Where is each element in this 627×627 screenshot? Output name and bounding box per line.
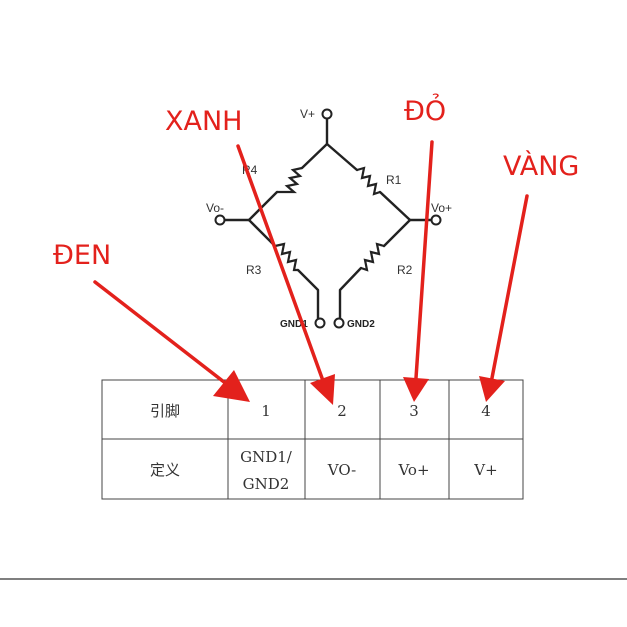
terminal-gnd1 — [314, 317, 326, 329]
resistor-r4 — [277, 166, 303, 194]
resistor-r3 — [274, 242, 298, 272]
label-r1: R1 — [386, 173, 402, 187]
label-vo-minus: Vo- — [206, 201, 224, 215]
pin-def-3: Vo+ — [397, 461, 429, 479]
wire-arm-r4 — [247, 142, 329, 222]
arrow-red-to-pin3 — [403, 140, 434, 402]
label-vplus: V+ — [300, 107, 315, 121]
wire-label-yellow: VÀNG — [503, 150, 579, 182]
wire-label-blue: XANH — [165, 106, 242, 137]
label-gnd2: GND2 — [347, 319, 375, 330]
label-vo-plus: Vo+ — [431, 201, 452, 215]
arrow-black-to-pin1 — [93, 280, 250, 402]
arrow-yellow-to-pin4 — [479, 194, 529, 402]
wire-label-black: ĐEN — [53, 240, 111, 271]
pin-def-1-line2: GND2 — [243, 475, 290, 493]
terminal-vo-plus — [430, 214, 442, 226]
terminal-gnd2 — [333, 317, 345, 329]
wire-arm-r1 — [325, 142, 412, 222]
terminal-vplus — [321, 108, 333, 120]
pin-number-4: 4 — [481, 402, 491, 420]
pin-def-1-line1: GND1/ — [240, 448, 293, 466]
pin-number-3: 3 — [409, 402, 419, 420]
arrow-blue-to-pin2 — [236, 144, 335, 405]
wire-arm-r2 — [338, 218, 412, 320]
pin-def-2: VO- — [327, 461, 356, 479]
pin-table: 引脚 定义 1 2 3 4 GND1/ GND2 VO- Vo+ V+ — [101, 379, 524, 500]
label-gnd1: GND1 — [280, 319, 308, 330]
pin-number-1: 1 — [261, 402, 271, 420]
header-definition: 定义 — [150, 461, 180, 479]
resistor-r2 — [360, 242, 385, 272]
terminal-vo-minus — [214, 214, 226, 226]
pin-number-2: 2 — [337, 402, 347, 420]
label-r3: R3 — [246, 263, 262, 277]
bridge-circuit: V+ Vo- Vo+ R4 R1 R3 R2 GND1 GND2 — [206, 107, 452, 330]
wire-arm-r3 — [247, 218, 320, 320]
header-pin: 引脚 — [150, 402, 180, 420]
label-r2: R2 — [397, 263, 413, 277]
resistor-r1 — [356, 166, 381, 196]
pin-def-4: V+ — [473, 461, 497, 479]
wire-label-red: ĐỎ — [404, 93, 446, 127]
